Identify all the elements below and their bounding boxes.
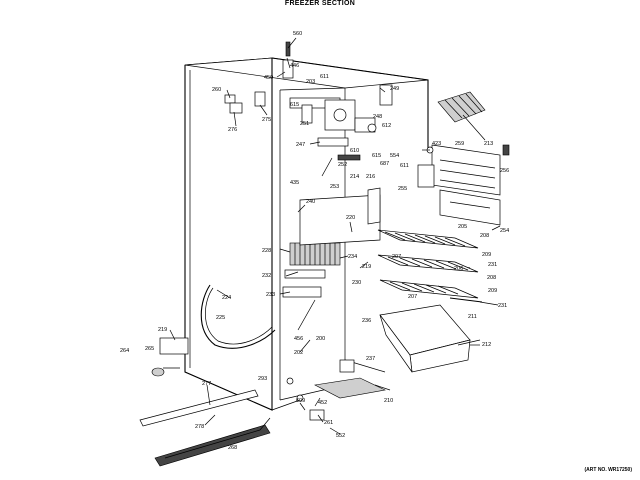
callout-214: 214 bbox=[350, 174, 359, 180]
callout-219: 219 bbox=[362, 264, 371, 270]
wire-shelf-lower bbox=[379, 279, 483, 303]
art-number: (ART NO. WR17250) bbox=[584, 467, 632, 473]
callout-293: 293 bbox=[258, 376, 267, 382]
left-side-parts bbox=[151, 269, 326, 377]
callout-423: 423 bbox=[432, 141, 441, 147]
callout-209b: 209 bbox=[488, 288, 497, 294]
rear-panel bbox=[299, 187, 381, 246]
callout-452: 452 bbox=[318, 400, 327, 406]
callout-609: 609 bbox=[296, 398, 305, 404]
callout-259: 259 bbox=[455, 141, 464, 147]
evaporator-coil bbox=[289, 242, 341, 266]
callout-275: 275 bbox=[262, 117, 271, 123]
callout-213: 213 bbox=[484, 141, 493, 147]
callout-687: 687 bbox=[380, 161, 389, 167]
callout-253: 253 bbox=[330, 184, 339, 190]
callout-230: 230 bbox=[352, 280, 361, 286]
top-components bbox=[224, 41, 393, 161]
callout-268: 268 bbox=[228, 445, 237, 451]
callout-249: 249 bbox=[390, 86, 399, 92]
callout-611b: 611 bbox=[400, 163, 409, 169]
callout-208: 208 bbox=[480, 233, 489, 239]
callout-231: 231 bbox=[488, 262, 497, 268]
callout-211: 211 bbox=[468, 314, 477, 320]
callout-200: 200 bbox=[316, 336, 325, 342]
callout-232: 232 bbox=[262, 273, 271, 279]
callout-248: 248 bbox=[373, 114, 382, 120]
callout-612: 612 bbox=[382, 123, 391, 129]
bottom-parts bbox=[139, 359, 386, 467]
callout-207b: 207 bbox=[408, 294, 417, 300]
cabinet-outline bbox=[184, 57, 429, 411]
door-shelf-parts bbox=[417, 144, 510, 226]
callout-276: 276 bbox=[228, 127, 237, 133]
callout-212: 212 bbox=[482, 342, 491, 348]
callout-207: 207 bbox=[392, 254, 401, 260]
wire-shelf-middle bbox=[377, 254, 479, 273]
leader-lines bbox=[169, 37, 501, 435]
callout-254: 254 bbox=[500, 228, 509, 234]
callout-234: 234 bbox=[348, 254, 357, 260]
callout-237: 237 bbox=[366, 356, 375, 362]
callout-220: 220 bbox=[346, 215, 355, 221]
callout-260: 260 bbox=[212, 87, 221, 93]
callout-278: 278 bbox=[195, 424, 204, 430]
callout-446: 446 bbox=[290, 63, 299, 69]
callout-209: 209 bbox=[482, 252, 491, 258]
storage-bin bbox=[379, 304, 481, 373]
callout-210: 210 bbox=[384, 398, 393, 404]
callout-615b: 615 bbox=[372, 153, 381, 159]
callout-219b: 219 bbox=[158, 327, 167, 333]
page-title: FREEZER SECTION bbox=[284, 0, 356, 7]
callout-240: 240 bbox=[306, 199, 315, 205]
ice-tray bbox=[437, 91, 486, 123]
callout-231b: 231 bbox=[498, 303, 507, 309]
callout-256: 256 bbox=[500, 168, 509, 174]
callout-228: 228 bbox=[262, 248, 271, 254]
callout-233: 233 bbox=[266, 292, 275, 298]
callout-205: 205 bbox=[458, 224, 467, 230]
callout-450: 450 bbox=[264, 75, 273, 81]
callout-610: 610 bbox=[350, 148, 359, 154]
callout-456: 456 bbox=[294, 336, 303, 342]
callout-552: 552 bbox=[336, 433, 345, 439]
callout-225: 225 bbox=[216, 315, 225, 321]
callout-264: 264 bbox=[120, 348, 129, 354]
callout-206: 206 bbox=[454, 266, 463, 272]
callout-554: 554 bbox=[390, 153, 399, 159]
callout-224: 224 bbox=[222, 295, 231, 301]
callout-247: 247 bbox=[296, 142, 305, 148]
callout-203: 203 bbox=[306, 79, 315, 85]
part-callouts: 560 446 450 611 203 260 249 615 275 251 … bbox=[120, 31, 509, 451]
callout-236: 236 bbox=[362, 318, 371, 324]
callout-611: 611 bbox=[320, 74, 329, 80]
callout-251: 251 bbox=[300, 121, 309, 127]
callout-208b: 208 bbox=[487, 275, 496, 281]
callout-255: 255 bbox=[398, 186, 407, 192]
callout-615: 615 bbox=[290, 102, 299, 108]
callout-265: 265 bbox=[145, 346, 154, 352]
callout-560: 560 bbox=[293, 31, 302, 37]
callout-261: 261 bbox=[324, 420, 333, 426]
callout-277: 277 bbox=[202, 381, 211, 387]
callout-252: 252 bbox=[338, 162, 347, 168]
callout-216: 216 bbox=[366, 174, 375, 180]
callout-435: 435 bbox=[290, 180, 299, 186]
callout-202: 202 bbox=[294, 350, 303, 356]
